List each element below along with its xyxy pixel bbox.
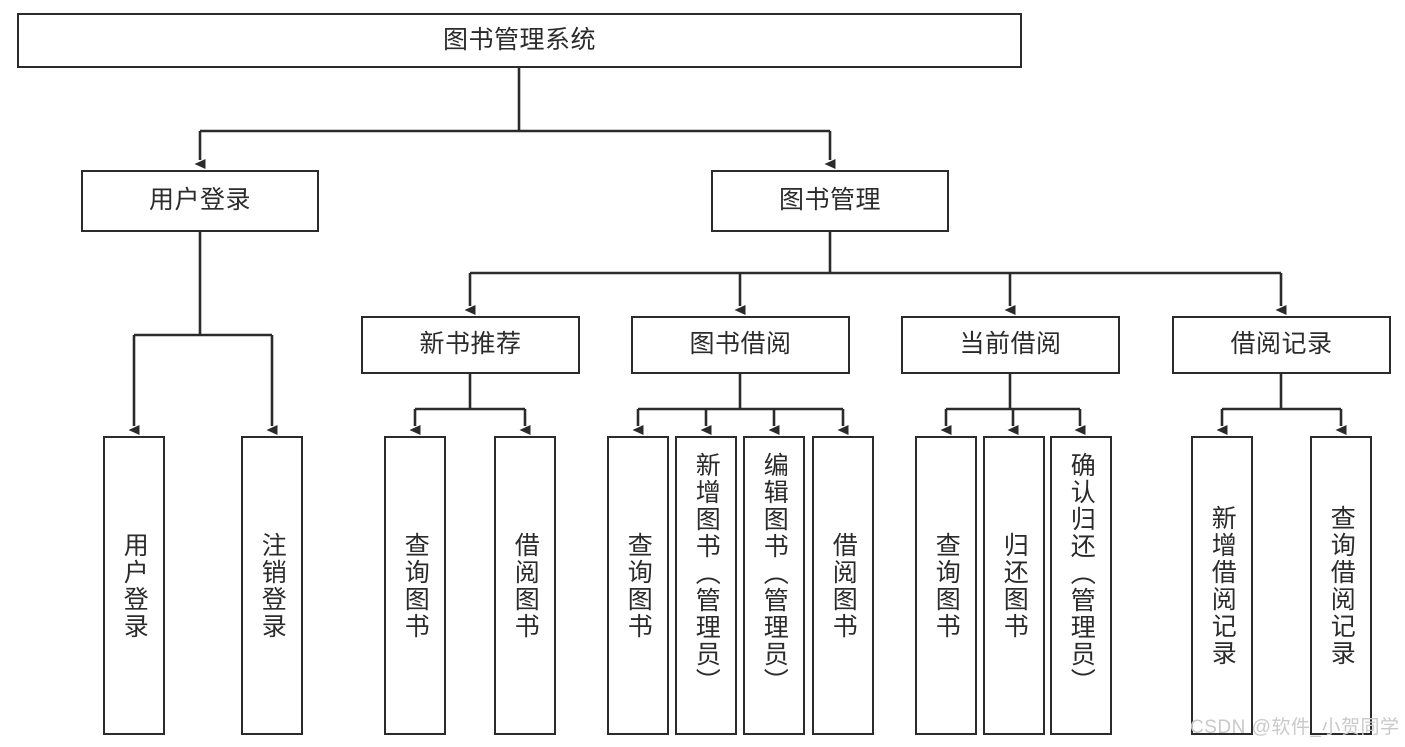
node-label: 图书借阅 <box>689 330 792 359</box>
node-label: 新书推荐 <box>419 330 522 359</box>
node-label: 借阅图书 <box>829 531 858 640</box>
node-label: 归还图书 <box>1000 531 1029 640</box>
node-book-management[interactable]: 图书管理 <box>711 170 949 232</box>
node-borrowing-records[interactable]: 借阅记录 <box>1172 316 1391 374</box>
leaf-current-borrow-return-books[interactable]: 归还图书 <box>983 436 1045 735</box>
leaf-book-borrow-query-books[interactable]: 查询图书 <box>607 436 669 735</box>
leaf-new-book-query-books[interactable]: 查询图书 <box>384 436 446 735</box>
node-current-borrowing[interactable]: 当前借阅 <box>901 316 1120 374</box>
node-label: 图书管理 <box>778 186 881 215</box>
leaf-current-borrow-confirm-return-admin[interactable]: 确认归还（管理员） <box>1050 436 1112 735</box>
node-label: 查询图书 <box>932 531 961 640</box>
node-label: 新增图书（管理员） <box>692 452 721 695</box>
node-label: 新增借阅记录 <box>1208 504 1237 667</box>
node-label: 注销登录 <box>258 531 287 640</box>
node-label: 借阅记录 <box>1230 330 1333 359</box>
node-user-login[interactable]: 用户登录 <box>81 170 319 232</box>
node-label: 编辑图书（管理员） <box>760 452 789 695</box>
leaf-borrow-record-query-record[interactable]: 查询借阅记录 <box>1310 436 1372 735</box>
leaf-user-login-login[interactable]: 用户登录 <box>103 436 165 735</box>
leaf-book-borrow-add-book-admin[interactable]: 新增图书（管理员） <box>675 436 737 735</box>
node-book-borrowing[interactable]: 图书借阅 <box>631 316 850 374</box>
node-new-book-recommendation[interactable]: 新书推荐 <box>361 316 580 374</box>
node-root-book-management-system[interactable]: 图书管理系统 <box>17 13 1022 68</box>
node-label: 图书管理系统 <box>442 25 596 54</box>
leaf-new-book-borrow-books[interactable]: 借阅图书 <box>494 436 556 735</box>
node-label: 查询借阅记录 <box>1327 504 1356 667</box>
node-label: 当前借阅 <box>959 330 1062 359</box>
leaf-book-borrow-borrow-books[interactable]: 借阅图书 <box>812 436 874 735</box>
leaf-user-login-logout[interactable]: 注销登录 <box>241 436 303 735</box>
leaf-borrow-record-add-record[interactable]: 新增借阅记录 <box>1191 436 1253 735</box>
node-label: 用户登录 <box>148 186 251 215</box>
csdn-watermark: CSDN @软件_小贺同学 <box>1190 717 1400 738</box>
leaf-book-borrow-edit-book-admin[interactable]: 编辑图书（管理员） <box>743 436 805 735</box>
node-label: 确认归还（管理员） <box>1067 452 1096 695</box>
node-label: 查询图书 <box>401 531 430 640</box>
node-label: 查询图书 <box>624 531 653 640</box>
node-label: 用户登录 <box>120 531 149 640</box>
node-label: 借阅图书 <box>511 531 540 640</box>
leaf-current-borrow-query-books[interactable]: 查询图书 <box>915 436 977 735</box>
